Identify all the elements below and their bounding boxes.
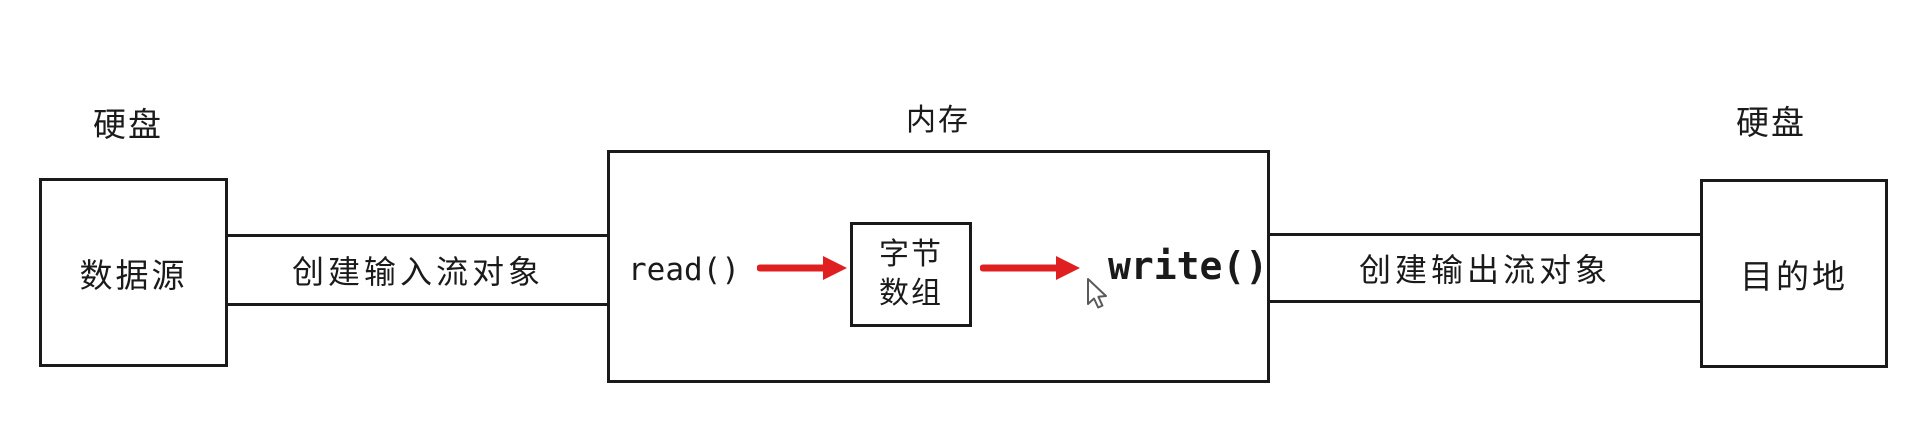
byte-array-label-line1: 字节	[879, 238, 943, 272]
red-arrow-right-icon	[980, 254, 1082, 282]
input-stream-channel: 创建输入流对象	[226, 234, 610, 306]
byte-array-label-line2: 数组	[879, 276, 943, 310]
write-call-label: write()	[1108, 244, 1269, 288]
mouse-pointer-icon	[1086, 278, 1112, 314]
data-source-box: 数据源	[39, 178, 228, 367]
output-stream-channel: 创建输出流对象	[1268, 233, 1702, 303]
byte-array-box: 字节 数组	[850, 222, 972, 327]
left-disk-title: 硬盘	[93, 106, 163, 143]
red-arrow-right-icon	[757, 254, 849, 282]
read-call-label: read()	[628, 252, 740, 288]
output-stream-channel-label: 创建输出流对象	[1358, 252, 1611, 288]
destination-label: 目的地	[1740, 257, 1848, 295]
destination-box: 目的地	[1700, 179, 1888, 368]
right-disk-title: 硬盘	[1736, 104, 1806, 141]
memory-title: 内存	[906, 104, 970, 137]
input-stream-channel-label: 创建输入流对象	[291, 254, 544, 290]
data-source-label: 数据源	[79, 256, 188, 294]
